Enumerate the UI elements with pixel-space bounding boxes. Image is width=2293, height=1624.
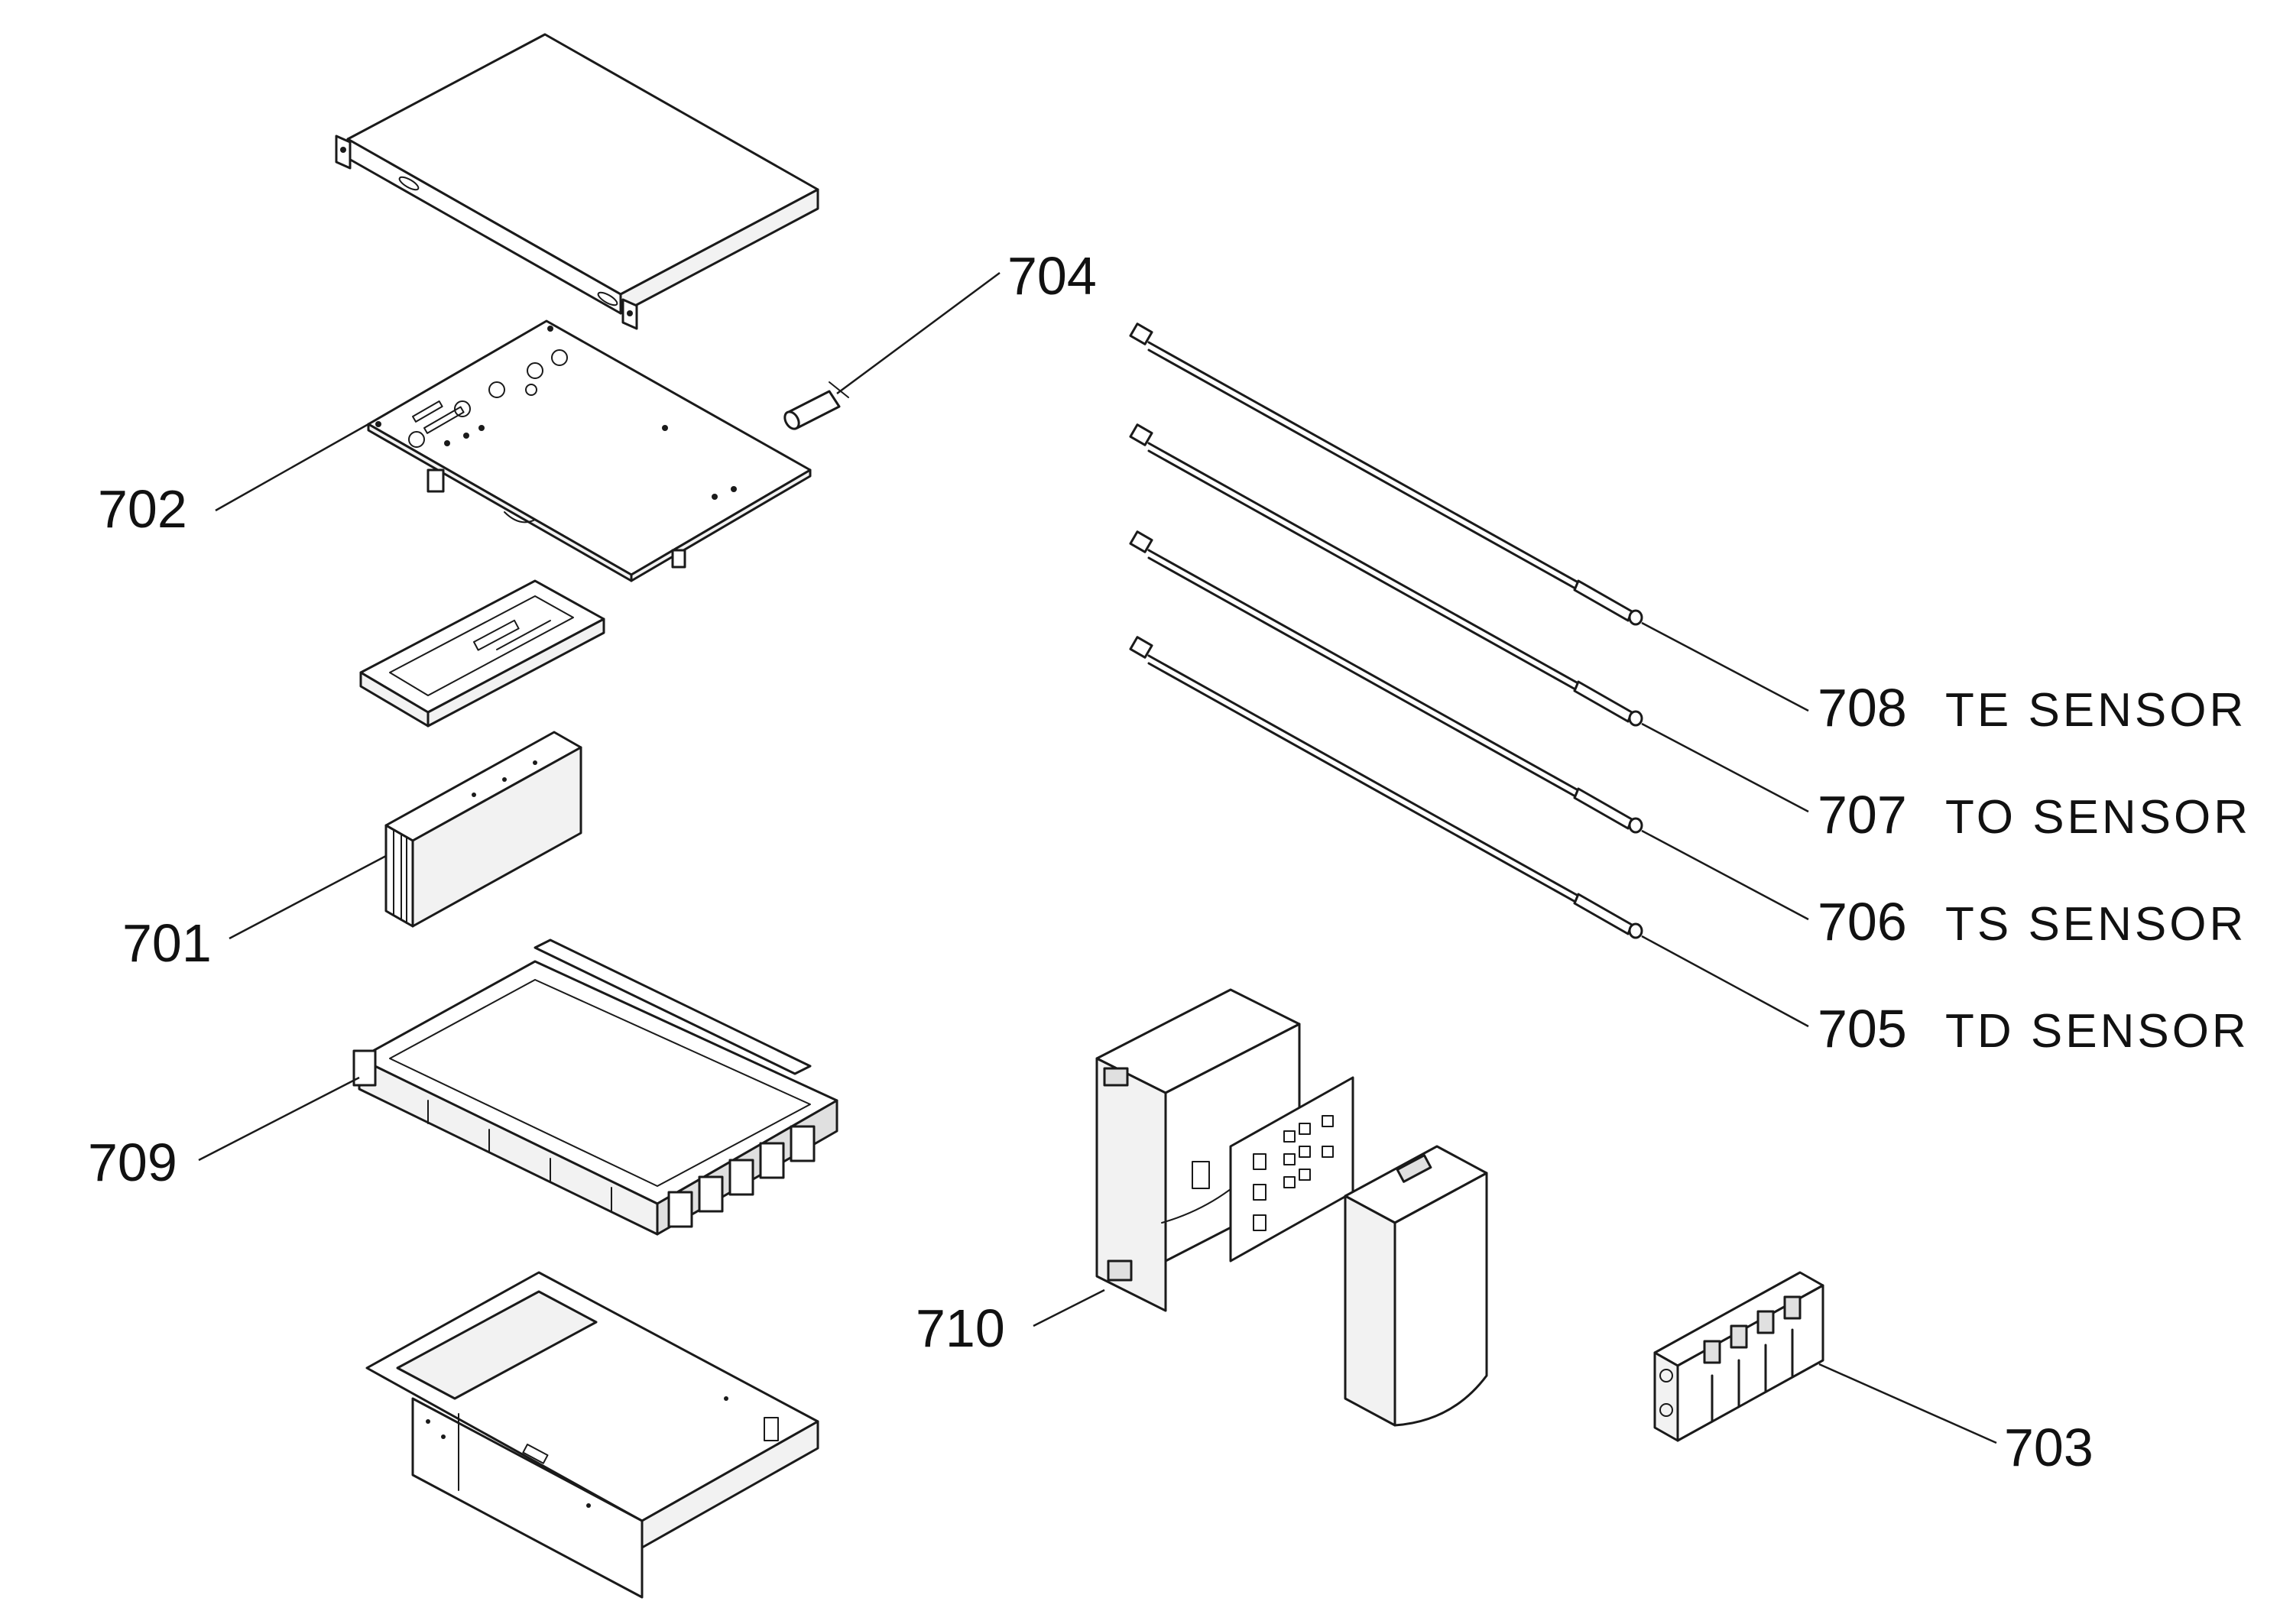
- callout-705: 705: [1818, 999, 1907, 1058]
- sensor-label-706: TS SENSOR: [1945, 898, 2246, 951]
- leader-708: [1641, 621, 1809, 712]
- leader-709: [198, 1076, 360, 1162]
- control-pcb-702: [367, 319, 812, 582]
- callout-701: 701: [122, 913, 212, 973]
- sensor-label-707: TO SENSOR: [1945, 791, 2251, 844]
- fuse-704: [783, 381, 849, 430]
- leader-702: [215, 423, 369, 512]
- leader-703: [1818, 1363, 1997, 1444]
- callout-710: 710: [916, 1298, 1005, 1358]
- leader-701: [229, 854, 387, 940]
- callout-703: 703: [2004, 1418, 2094, 1477]
- sensor-label-708: TE SENSOR: [1945, 684, 2246, 737]
- bottom-chassis: [365, 1271, 819, 1599]
- leader-710: [1033, 1289, 1105, 1327]
- electrical-box-710: [1095, 988, 1488, 1427]
- sensor-label-705: TD SENSOR: [1945, 1005, 2249, 1058]
- leader-704: [836, 271, 1001, 395]
- callout-707: 707: [1818, 785, 1907, 844]
- callout-704: 704: [1007, 246, 1097, 306]
- callout-708: 708: [1818, 678, 1907, 737]
- sensor-cable-707: [1129, 423, 1643, 727]
- callout-706: 706: [1818, 892, 1907, 951]
- leader-lines: [198, 271, 1997, 1444]
- display-bracket: [359, 579, 605, 728]
- heat-sink-701: [384, 731, 582, 928]
- leader-705: [1641, 935, 1809, 1028]
- terminal-block-703: [1653, 1271, 1824, 1442]
- sensor-cable-708: [1129, 323, 1643, 626]
- frame-assembly-709: [352, 938, 838, 1236]
- top-cover: [335, 33, 819, 330]
- sensor-cable-705: [1129, 636, 1643, 939]
- callout-709: 709: [88, 1133, 177, 1192]
- leader-707: [1641, 722, 1809, 813]
- leader-706: [1641, 829, 1809, 921]
- sensor-cable-706: [1129, 530, 1643, 834]
- callout-702: 702: [98, 479, 187, 539]
